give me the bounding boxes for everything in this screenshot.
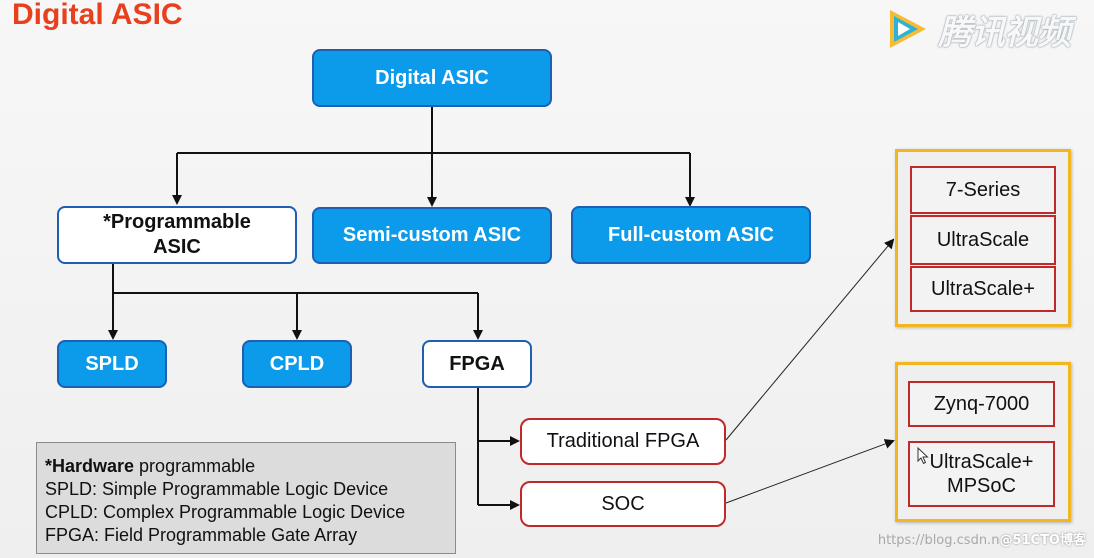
abbreviation-legend: *Hardware programmable SPLD: Simple Prog… (36, 442, 456, 554)
full-custom-asic-node: Full-custom ASIC (571, 206, 811, 264)
footer-watermark: https://blog.csdn.n@51CTO博客 (878, 529, 1086, 548)
cpld-node: CPLD (242, 340, 352, 388)
soc-node: SOC (520, 481, 726, 527)
footer-site: @51CTO博客 (999, 533, 1086, 548)
programmable-asic-node: *Programmable ASIC (57, 206, 297, 264)
family-ultrascale-plus: UltraScale+ (910, 266, 1056, 312)
video-watermark: 腾讯视频 (882, 0, 1092, 58)
page-title: Digital ASIC (12, 0, 183, 31)
family-zynq-7000: Zynq-7000 (908, 381, 1055, 427)
legend-cpld-line: CPLD: Complex Programmable Logic Device (45, 502, 406, 522)
legend-hardware-bold: *Hardware (45, 456, 135, 476)
digital-asic-node: Digital ASIC (312, 49, 552, 107)
semi-custom-asic-node: Semi-custom ASIC (312, 207, 552, 264)
legend-fpga-line: FPGA: Field Programmable Gate Array (45, 525, 358, 545)
legend-hardware-rest: programmable (134, 456, 256, 476)
mouse-cursor-icon (917, 447, 929, 465)
watermark-text: 腾讯视频 (938, 12, 1071, 53)
fpga-node: FPGA (422, 340, 532, 388)
family-7-series: 7-Series (910, 166, 1056, 214)
legend-spld-line: SPLD: Simple Programmable Logic Device (45, 479, 389, 499)
footer-url: https://blog.csdn.n (877, 533, 1000, 548)
spld-node: SPLD (57, 340, 167, 388)
legend-hardware-line: *Hardware programmable (45, 455, 455, 478)
traditional-fpga-node: Traditional FPGA (520, 418, 726, 465)
family-ultrascale: UltraScale (910, 215, 1056, 265)
play-logo-icon (882, 4, 932, 54)
family-ultrascale-plus-mpsoc: UltraScale+ MPSoC (908, 441, 1055, 507)
